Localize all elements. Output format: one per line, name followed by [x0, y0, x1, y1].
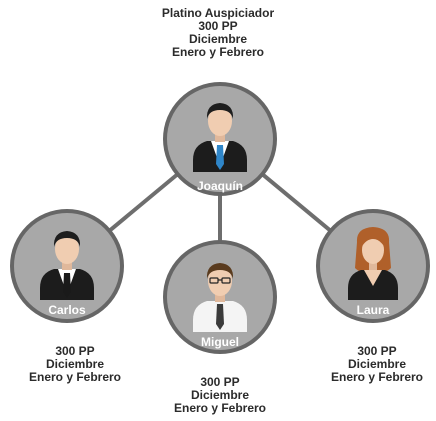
node-joaquin: Joaquín [163, 82, 277, 196]
node-laura: Laura [316, 209, 430, 323]
caption-line: Diciembre [45, 357, 105, 371]
man-black-tie-icon [40, 231, 94, 300]
node-name: Carlos [48, 303, 86, 317]
node-name: Miguel [201, 335, 239, 349]
caption-line: 300 PP [200, 375, 240, 389]
caption-carlos: 300 PP Diciembre Enero y Febrero [0, 345, 150, 384]
node-miguel: Miguel [163, 240, 277, 354]
caption-line: Platino Auspiciador [161, 6, 275, 20]
man-blue-tie-icon [193, 103, 247, 172]
caption-line: Diciembre [190, 388, 250, 402]
caption-miguel: 300 PP Diciembre Enero y Febrero [145, 376, 295, 415]
caption-line: Diciembre [347, 357, 407, 371]
caption-line: Diciembre [188, 32, 248, 46]
caption-line: Enero y Febrero [173, 401, 267, 415]
caption-line: Enero y Febrero [330, 370, 424, 384]
caption-line: 300 PP [198, 19, 238, 33]
caption-line: Enero y Febrero [171, 45, 265, 59]
node-carlos: Carlos [10, 209, 124, 323]
node-name: Laura [357, 303, 390, 317]
node-name: Joaquín [197, 179, 243, 193]
caption-line: Enero y Febrero [28, 370, 122, 384]
caption-laura: 300 PP Diciembre Enero y Febrero [302, 345, 436, 384]
caption-line: 300 PP [55, 344, 95, 358]
man-glasses-shirt-icon [193, 263, 247, 332]
top-caption: Platino Auspiciador 300 PP Diciembre Ene… [143, 7, 293, 59]
woman-icon [348, 227, 398, 300]
caption-line: 300 PP [357, 344, 397, 358]
